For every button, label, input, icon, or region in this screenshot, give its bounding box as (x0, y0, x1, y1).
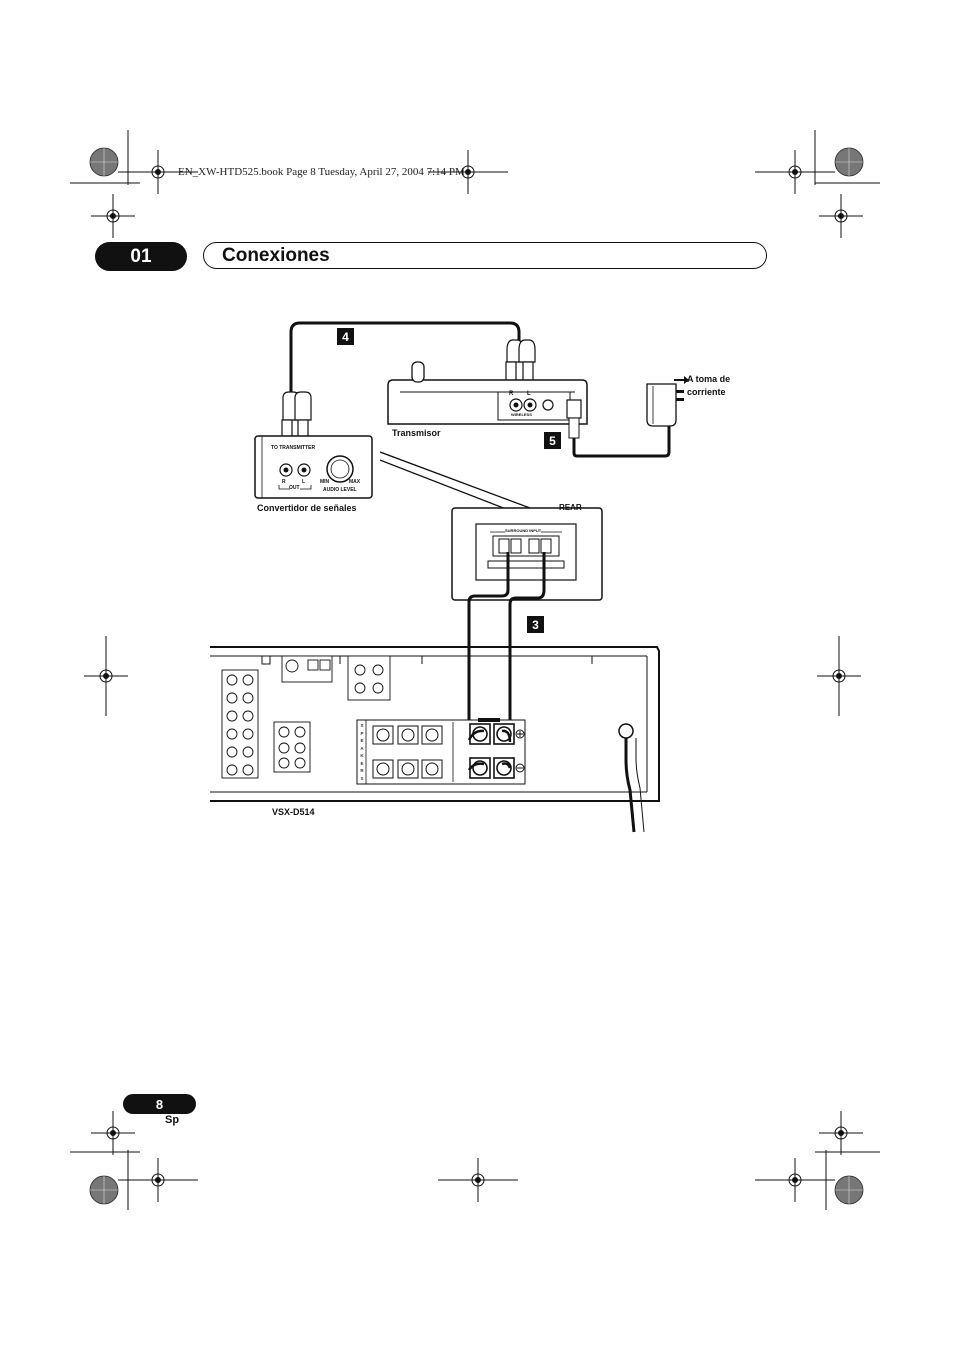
chapter-number-badge: 01 (95, 242, 187, 271)
title-bar (203, 242, 767, 269)
converter-to-transmitter: TO TRANSMITTER (271, 445, 316, 451)
converter-label: Convertidor de señales (257, 503, 357, 513)
step-marker-5: 5 (544, 432, 561, 449)
step-marker-3: 3 (527, 616, 544, 633)
print-header: EN_XW-HTD525.book Page 8 Tuesday, April … (178, 166, 465, 178)
surround-input-label: SURROUND INPUT (505, 528, 542, 533)
converter-l: L (302, 479, 306, 485)
transmitter-jack-r: R (509, 391, 514, 397)
outlet-label-line2: corriente (687, 387, 726, 397)
transmitter-jack-l: L (527, 391, 531, 397)
outlet-label-line1: A toma de (687, 374, 731, 384)
outlet-label: A toma de corriente (687, 373, 730, 399)
page-language: Sp (165, 1114, 180, 1126)
transmitter-label: Transmisor (392, 428, 441, 438)
converter-max: MAX (349, 479, 361, 485)
converter-out: OUT (289, 485, 300, 491)
converter-min: MIN (320, 479, 330, 485)
page-number: 8 (123, 1094, 196, 1114)
receiver-speakers-label: S P E A K E R S (360, 723, 364, 781)
step-marker-4: 4 (337, 328, 354, 345)
transmitter-wireless-label: WIRELESS (511, 412, 532, 417)
receiver-model: VSX-D514 (272, 807, 315, 817)
converter-audio-level: AUDIO LEVEL (323, 487, 357, 493)
converter-r: R (282, 479, 286, 485)
page-title: Conexiones (222, 245, 330, 266)
rear-label: REAR (559, 503, 582, 512)
